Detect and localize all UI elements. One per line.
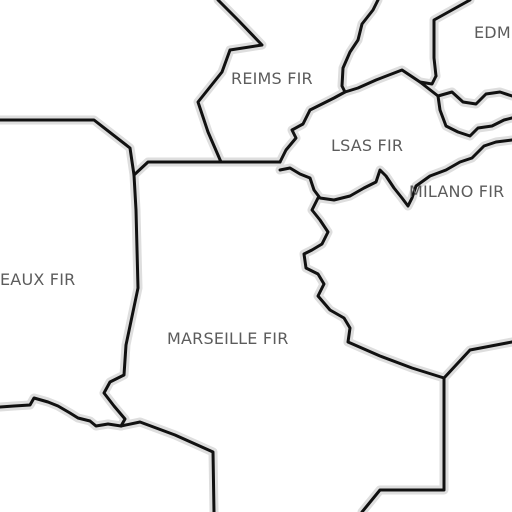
boundary-edm bbox=[432, 0, 472, 78]
boundary-north-main bbox=[132, 160, 282, 177]
boundary-reims-west bbox=[196, 0, 264, 164]
region-label-marseille: MARSEILLE FIR bbox=[167, 329, 289, 348]
boundary-italy bbox=[442, 340, 512, 380]
boundary-south-east-halo bbox=[357, 373, 449, 512]
region-label-lsas: LSAS FIR bbox=[331, 136, 404, 155]
boundary-tyrol bbox=[436, 94, 512, 138]
boundary-bordeaux-marseille-halo bbox=[99, 170, 143, 431]
boundary-north-main-halo bbox=[129, 157, 285, 180]
boundary-lsas-west bbox=[278, 0, 380, 164]
region-label-bordeaux: EAUX FIR bbox=[0, 270, 76, 289]
boundary-spain-halo bbox=[0, 393, 126, 431]
region-label-milano: MILANO FIR bbox=[409, 182, 505, 201]
boundary-bordeaux-north bbox=[0, 118, 136, 177]
boundary-bordeaux-north-halo bbox=[0, 115, 139, 180]
boundary-lsas-north bbox=[343, 68, 438, 94]
boundary-south-east bbox=[360, 376, 446, 512]
boundary-lsas-south bbox=[278, 138, 512, 208]
boundary-marseille-south bbox=[119, 420, 216, 512]
region-label-reims: REIMS FIR bbox=[231, 69, 313, 88]
boundary-spain bbox=[0, 396, 123, 428]
boundary-bordeaux-marseille bbox=[102, 173, 140, 428]
region-label-edm: EDM bbox=[474, 23, 511, 42]
boundary-marseille-south-halo bbox=[116, 417, 219, 512]
boundary-lsas-east bbox=[418, 80, 512, 106]
boundary-marseille-east bbox=[302, 196, 446, 380]
